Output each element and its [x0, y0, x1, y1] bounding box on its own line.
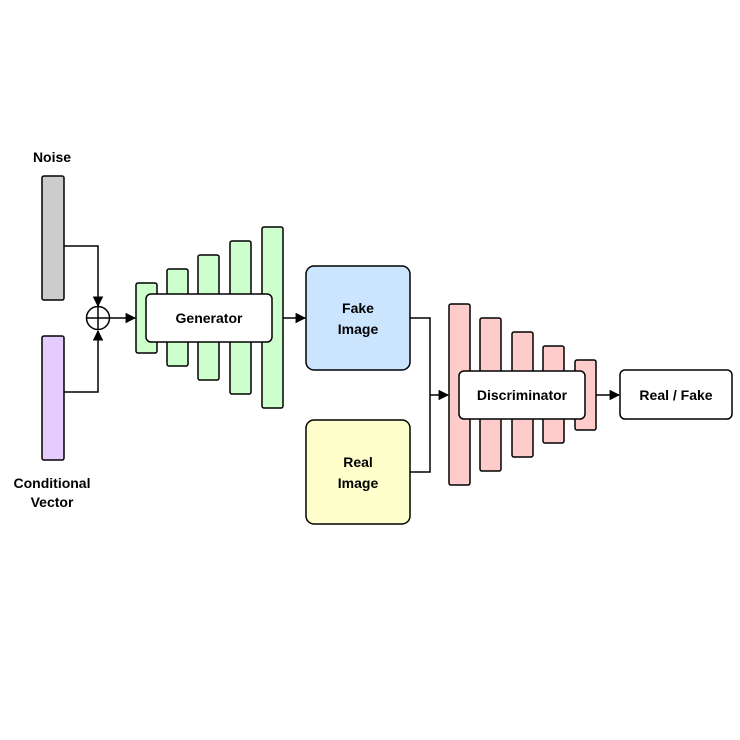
- generator-label: Generator: [176, 310, 243, 326]
- conditional-label-line1: Conditional: [14, 475, 91, 491]
- conditional-label-line2: Vector: [31, 494, 74, 510]
- condition-to-concat-arrow: [64, 329, 104, 393]
- fake-image-label-line2: Image: [338, 321, 379, 337]
- output-label: Real / Fake: [639, 387, 712, 403]
- real-to-discriminator-connector: [410, 395, 431, 473]
- real-image-label-line1: Real: [343, 454, 373, 470]
- conditional-vector: [41, 335, 65, 461]
- noise-to-concat-arrow: [64, 245, 104, 308]
- concat-operator-icon: [85, 305, 111, 331]
- noise-label: Noise: [33, 149, 71, 165]
- real-image-box: [305, 419, 411, 525]
- discriminator-box: [458, 370, 586, 420]
- fake-image-label-line1: Fake: [342, 300, 374, 316]
- discriminator-label: Discriminator: [477, 387, 568, 403]
- fake-image-box: [305, 265, 411, 371]
- fake-to-discriminator-connector: [410, 317, 431, 395]
- noise-vector: [41, 175, 65, 301]
- output-box: [619, 369, 733, 420]
- generator-box: [145, 293, 273, 343]
- real-image-label-line2: Image: [338, 475, 379, 491]
